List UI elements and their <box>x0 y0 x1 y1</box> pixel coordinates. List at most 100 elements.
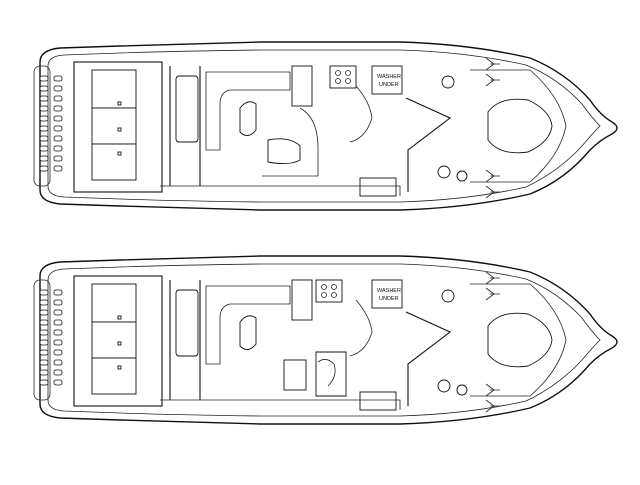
vent <box>53 349 63 356</box>
upper-stern-vents <box>39 75 63 172</box>
upper-swim-platform <box>33 65 51 187</box>
hatch <box>91 107 137 145</box>
vent <box>39 145 49 152</box>
vent <box>53 105 63 112</box>
lower-hanger-icon-2 <box>485 383 500 413</box>
lower-floor-plan: WASHER UNDER <box>33 255 618 425</box>
upper-v-berth <box>487 98 553 154</box>
lower-swim-platform <box>33 279 51 401</box>
lower-companionway <box>349 299 373 357</box>
vent <box>39 75 49 82</box>
upper-head-basin <box>456 170 468 182</box>
vent <box>53 135 63 142</box>
lower-helm-seat <box>283 359 307 391</box>
upper-head-toilet <box>441 75 455 89</box>
vent <box>39 339 49 346</box>
vent <box>53 95 63 102</box>
vent <box>53 155 63 162</box>
upper-under-label: UNDER <box>379 82 399 88</box>
vent <box>53 369 63 376</box>
lower-hanger-icon <box>485 271 500 301</box>
upper-helm-seat <box>267 138 301 165</box>
vent <box>53 75 63 82</box>
upper-hanger-icon-2 <box>485 169 500 199</box>
lower-galley-sink <box>291 279 313 321</box>
vent <box>53 115 63 122</box>
lower-island-curve <box>317 359 336 387</box>
latch <box>117 341 122 346</box>
burner <box>321 284 327 290</box>
vent <box>39 349 49 356</box>
upper-settee <box>175 75 199 143</box>
latch <box>117 127 122 132</box>
lower-bulkhead <box>169 280 201 400</box>
vent <box>39 369 49 376</box>
upper-companionway <box>349 85 373 143</box>
vent <box>53 309 63 316</box>
upper-side-deck <box>160 185 401 196</box>
upper-hull-inner-line <box>47 49 601 203</box>
upper-forward-partition <box>405 97 452 192</box>
burner <box>345 78 351 84</box>
lower-hull-inner-line <box>47 263 601 417</box>
burner <box>321 292 327 298</box>
hatch <box>91 69 137 109</box>
lower-galley-island <box>315 351 347 397</box>
vent <box>39 125 49 132</box>
lower-head-toilet-2 <box>437 379 451 393</box>
lower-under-label: UNDER <box>379 296 399 302</box>
lower-dinette-table <box>239 315 257 350</box>
vent <box>53 359 63 366</box>
vent <box>39 95 49 102</box>
lower-stern-vents <box>39 289 63 386</box>
upper-galley-stove <box>329 65 357 89</box>
latch <box>117 315 122 320</box>
vent <box>39 135 49 142</box>
vent <box>39 105 49 112</box>
hatch <box>91 357 137 395</box>
lower-cockpit-hatches <box>73 275 163 407</box>
vent <box>53 339 63 346</box>
hatch <box>91 143 137 181</box>
vent <box>53 165 63 172</box>
upper-dinette-seat <box>205 71 291 151</box>
vent <box>53 329 63 336</box>
upper-hanger-icon <box>485 57 500 87</box>
upper-washer-label: WASHER <box>377 74 401 80</box>
upper-washer-box <box>371 65 403 95</box>
lower-forward-partition <box>405 311 452 406</box>
lower-head-basin <box>456 384 468 396</box>
upper-bulkhead <box>169 66 201 186</box>
vent <box>39 379 49 386</box>
burner <box>335 78 341 84</box>
hatch <box>91 321 137 359</box>
lower-dinette-seat <box>205 285 291 365</box>
vent <box>39 155 49 162</box>
upper-console <box>262 107 319 177</box>
latch <box>117 101 122 106</box>
vent <box>53 289 63 296</box>
vent <box>39 319 49 326</box>
upper-cockpit-hatches <box>73 61 163 193</box>
hatch <box>91 283 137 323</box>
lower-washer-label: WASHER <box>377 288 401 294</box>
upper-head-toilet-2 <box>437 165 451 179</box>
upper-floor-plan: WASHER UNDER <box>33 41 618 211</box>
lower-settee <box>175 289 199 357</box>
lower-washer-box <box>371 279 403 309</box>
lower-stateroom-wall <box>470 283 567 397</box>
vent <box>39 309 49 316</box>
upper-stateroom-wall <box>470 69 567 183</box>
vent <box>39 115 49 122</box>
vent <box>53 299 63 306</box>
vent <box>39 165 49 172</box>
lower-v-berth <box>487 312 553 368</box>
vent <box>53 145 63 152</box>
vent <box>39 329 49 336</box>
vent <box>53 379 63 386</box>
vent <box>53 85 63 92</box>
vent <box>53 319 63 326</box>
upper-guest-berth <box>359 177 397 197</box>
